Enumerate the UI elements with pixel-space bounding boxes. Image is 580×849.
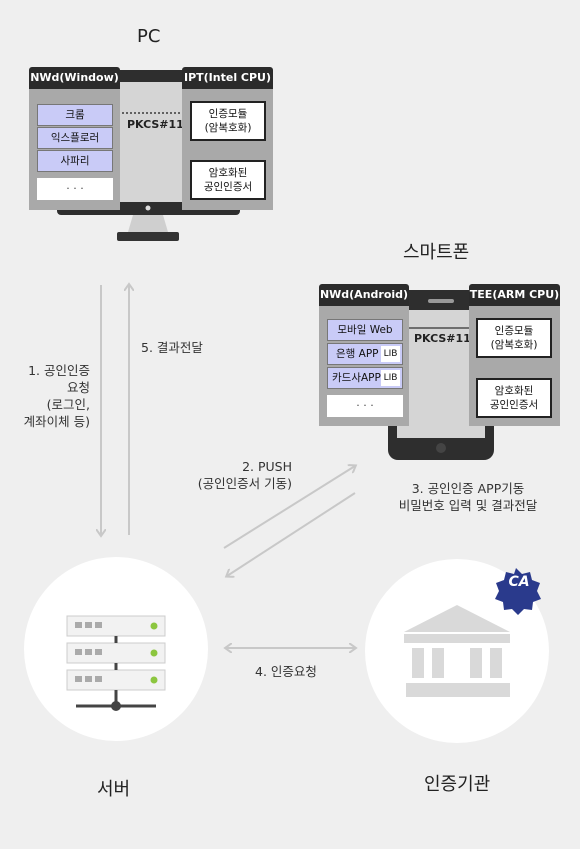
arrow-step2 — [223, 466, 355, 549]
phone-auth-module-line1: 인증모듈 — [494, 325, 534, 337]
pc-auth-module-line2: (암복호화) — [204, 122, 252, 134]
pc-auth-module: 인증모듈 (암복호화) — [190, 101, 266, 141]
pc-more-items: · · · — [37, 178, 113, 200]
step1-line3: (로그인, — [46, 397, 90, 412]
phone-app-mobile-web: 모바일 Web — [327, 319, 403, 341]
server-label: 서버 — [97, 779, 131, 800]
step1-label: 1. 공인인증 요청 (로그인, 계좌이체 등) — [6, 362, 90, 430]
phone-title: 스마트폰 — [403, 242, 470, 263]
step3-line1: 3. 공인인증 APP기동 — [411, 481, 525, 496]
step2-line1: 2. PUSH — [242, 459, 292, 474]
ca-badge-label: CA — [508, 574, 530, 590]
step3-label: 3. 공인인증 APP기동 비밀번호 입력 및 결과전달 — [368, 480, 568, 514]
ca-badge-icon — [495, 568, 541, 615]
step1-line4: 계좌이체 등) — [23, 414, 90, 429]
pc-cert-line2: 공인인증서 — [203, 181, 253, 193]
step2-label: 2. PUSH (공인인증서 기동) — [176, 458, 292, 492]
phone-cert-line2: 공인인증서 — [489, 399, 539, 411]
pc-cert-line1: 암호화된 — [208, 167, 248, 179]
step3-line2: 비밀번호 입력 및 결과전달 — [398, 498, 538, 513]
step1-line1: 1. 공인인증 — [28, 363, 90, 378]
ca-label: 인증기관 — [424, 774, 491, 795]
server-icon — [66, 615, 166, 711]
phone-nwd-header: NWd(Android) — [319, 284, 409, 306]
pc-auth-module-line1: 인증모듈 — [208, 108, 248, 120]
pc-title: PC — [137, 26, 161, 47]
arrow-step3 — [227, 492, 356, 576]
phone-pkcs-label: PKCS#11 — [414, 332, 471, 345]
step2-line2: (공인인증서 기동) — [197, 476, 292, 491]
pc-browser-safari: 사파리 — [37, 150, 113, 172]
pc-nwd-header: NWd(Window) — [29, 67, 120, 89]
pc-browser-chrome: 크롬 — [37, 104, 113, 126]
step4-label: 4. 인증요청 — [255, 664, 317, 679]
phone-app-card-label: 카드사APP — [332, 372, 381, 384]
pc-pkcs-label: PKCS#11 — [127, 118, 184, 131]
phone-app-bank-lib: LIB — [381, 346, 400, 362]
phone-app-card-lib: LIB — [381, 370, 400, 386]
phone-more-items: · · · — [327, 395, 403, 417]
step1-line2: 요청 — [66, 380, 90, 395]
phone-app-bank-label: 은행 APP — [336, 348, 379, 360]
phone-cert-line1: 암호화된 — [494, 385, 534, 397]
phone-tee-header: TEE(ARM CPU) — [469, 284, 560, 306]
pc-ipt-header: IPT(Intel CPU) — [182, 67, 273, 89]
bank-icon — [404, 605, 510, 697]
pc-browser-explorer: 익스플로러 — [37, 127, 113, 149]
phone-auth-module-line2: (암복호화) — [490, 339, 538, 351]
step5-label: 5. 결과전달 — [141, 340, 203, 355]
phone-auth-module: 인증모듈 (암복호화) — [476, 318, 552, 358]
